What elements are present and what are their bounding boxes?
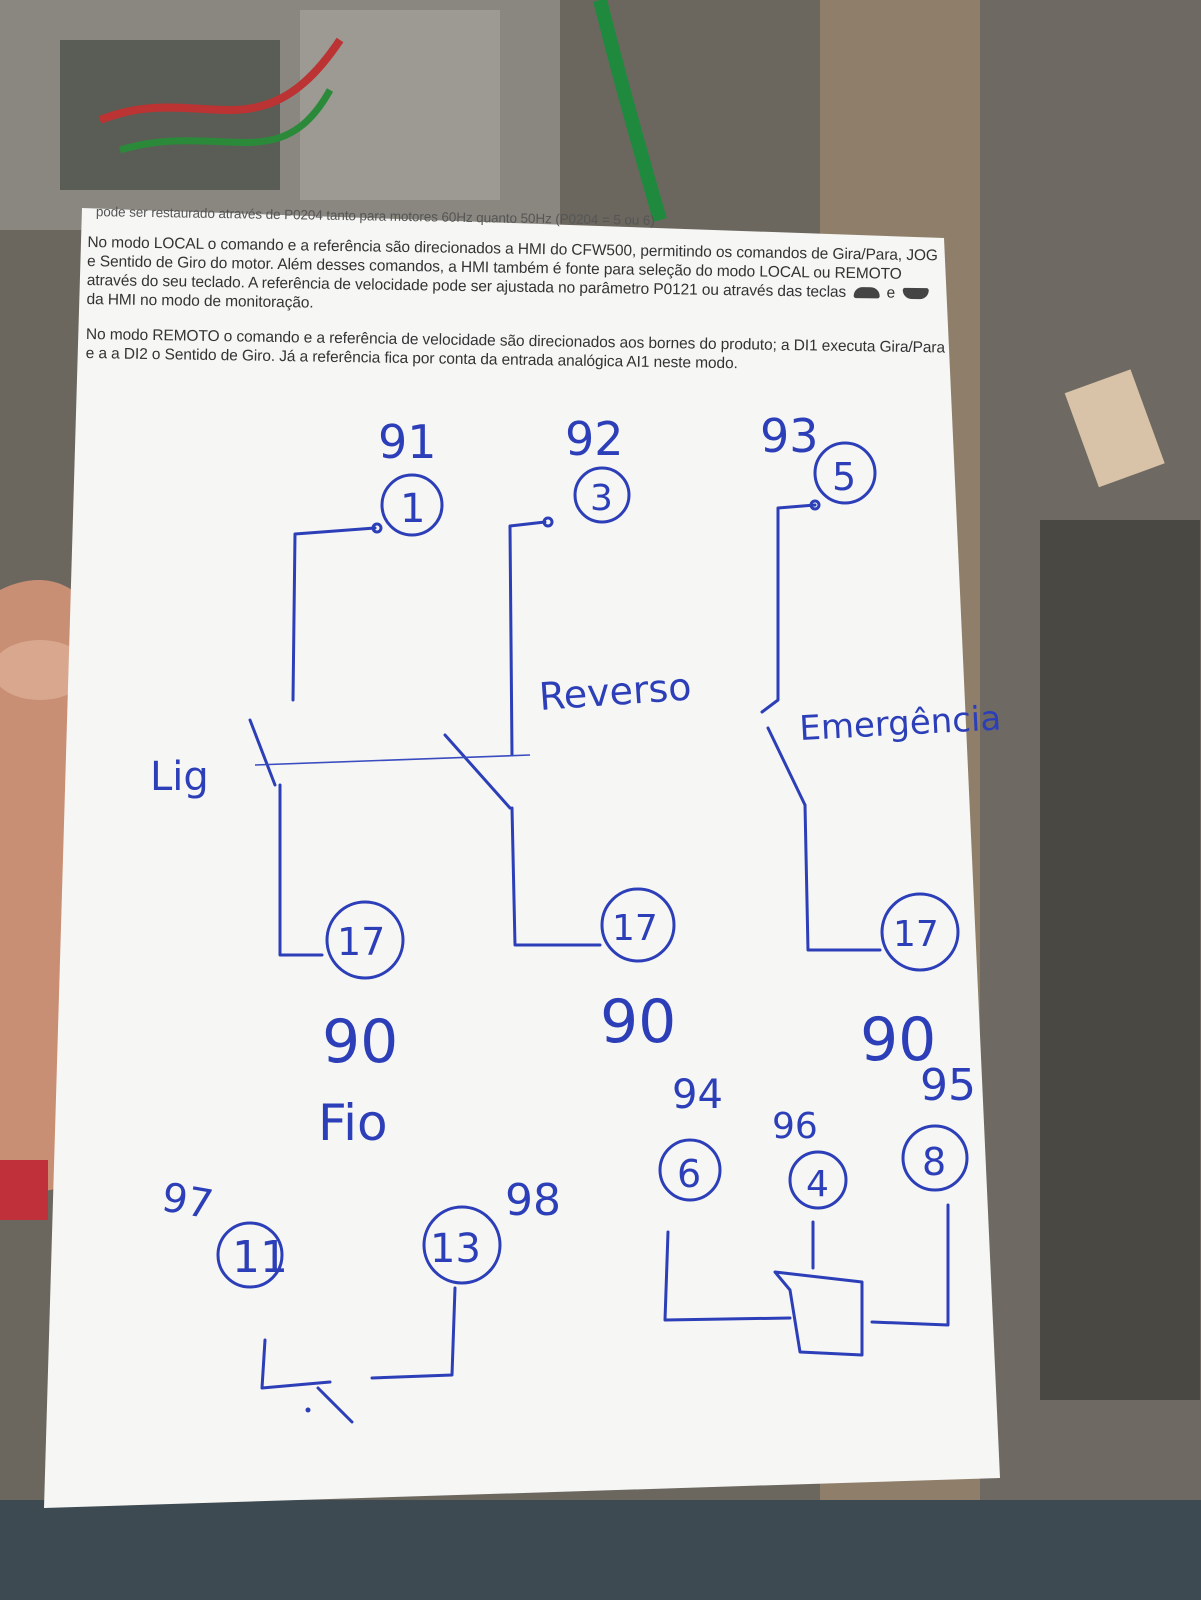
label-start: Lig [150, 754, 209, 800]
terminal-circle-6 [658, 1138, 722, 1202]
wire-bottom-2: 90 [600, 987, 676, 1057]
label-reverse: Reverso [538, 664, 693, 719]
terminal-circle-bottom-1 [325, 900, 405, 980]
label-emergency: Emergência [798, 698, 1002, 749]
terminal-circle-bottom-2 [600, 887, 676, 963]
wire-top-1: 91 [378, 415, 437, 469]
wire-bottom-3: 90 [860, 1005, 936, 1075]
terminal-top-3: 5 [832, 455, 856, 499]
terminal-bottom-2: 17 [612, 908, 658, 949]
wire-95: 95 [920, 1060, 976, 1111]
terminal-circle-13 [422, 1205, 502, 1285]
terminal-4: 4 [806, 1164, 829, 1205]
wire-96: 96 [772, 1106, 818, 1147]
wire-98: 98 [505, 1175, 561, 1226]
terminal-bottom-3: 17 [893, 914, 939, 955]
terminal-8: 8 [922, 1140, 946, 1184]
terminal-11: 11 [232, 1232, 288, 1283]
terminal-top-2: 3 [590, 478, 613, 519]
terminal-circle-top-1 [380, 473, 444, 537]
terminal-circle-bottom-3 [880, 892, 960, 972]
wire-top-3: 93 [760, 409, 819, 463]
terminal-13: 13 [430, 1226, 481, 1272]
terminal-circle-8 [901, 1124, 969, 1192]
terminal-bottom-1: 17 [337, 920, 385, 964]
wire-bottom-1: 90 [322, 1007, 398, 1077]
wire-97: 97 [158, 1175, 216, 1229]
terminal-top-1: 1 [400, 486, 425, 532]
terminal-circle-top-3 [813, 441, 877, 505]
wire-top-2: 92 [565, 412, 624, 466]
terminal-circle-top-2 [573, 466, 631, 524]
terminal-6: 6 [677, 1152, 701, 1196]
wire-94: 94 [672, 1072, 723, 1118]
terminal-circle-4 [788, 1150, 848, 1210]
terminal-circle-11 [216, 1221, 284, 1289]
label-wire: Fio [318, 1094, 388, 1152]
